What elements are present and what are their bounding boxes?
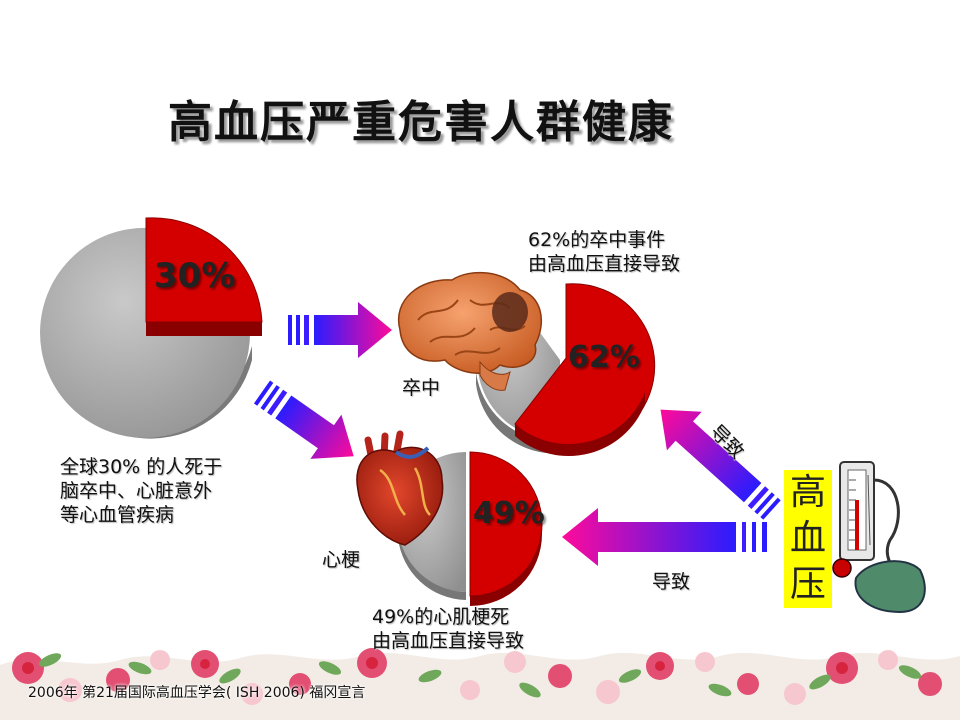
brain-icon <box>397 271 543 391</box>
global-caption-line-2: 脑卒中、心脏意外 <box>60 480 213 502</box>
arrow-htn-to-stroke <box>660 409 781 520</box>
heart-caption: 49%的心肌梗死 由高血压直接导致 <box>372 605 524 653</box>
heart-pie-percent: 49% <box>473 496 545 531</box>
arrow-label-lower: 导致 <box>652 571 691 593</box>
heart-pie-gray-side <box>398 530 466 600</box>
arrow-to-heart <box>253 380 354 459</box>
stroke-caption: 62%的卒中事件 由高血压直接导致 <box>528 228 680 276</box>
global-pie-gray-slice <box>40 227 251 438</box>
hypertension-char-3: 压 <box>789 564 826 605</box>
hypertension-char-2: 血 <box>789 518 826 559</box>
stroke-pie-percent: 62% <box>568 340 640 375</box>
source-footnote: 2006年 第21届国际高血压学会( ISH 2006) 福冈宣言 <box>28 685 366 701</box>
arrow-to-stroke <box>288 302 392 358</box>
global-pie-red-slice <box>145 217 263 323</box>
global-caption-line-3: 等心血管疾病 <box>60 504 175 526</box>
blood-pressure-meter-icon <box>832 461 926 614</box>
global-pie-percent: 30% <box>154 256 236 296</box>
stroke-pie-gray-side <box>476 372 610 454</box>
arrow-htn-to-heart <box>562 508 767 566</box>
hypertension-char-1: 高 <box>789 472 826 513</box>
heart-pie-red-side <box>470 524 542 606</box>
heart-caption-line-1: 49%的心肌梗死 <box>372 606 510 628</box>
stroke-node-label: 卒中 <box>402 377 441 399</box>
stroke-caption-line-1: 62%的卒中事件 <box>528 229 666 251</box>
stroke-pie-red-side <box>515 392 645 457</box>
page-title: 高血压严重危害人群健康 <box>168 97 674 148</box>
global-pie-chart <box>40 217 263 439</box>
stroke-caption-line-2: 由高血压直接导致 <box>528 253 681 275</box>
heart-icon <box>356 430 444 546</box>
floral-border <box>0 648 960 720</box>
global-caption-line-1: 全球30% 的人死于 <box>60 456 223 478</box>
global-caption: 全球30% 的人死于 脑卒中、心脏意外 等心血管疾病 <box>60 455 222 527</box>
heart-node-label: 心梗 <box>322 549 361 571</box>
heart-caption-line-2: 由高血压直接导致 <box>372 630 525 652</box>
global-pie-red-side <box>146 322 262 336</box>
hypertension-label-box: 高 血 压 <box>784 470 832 608</box>
